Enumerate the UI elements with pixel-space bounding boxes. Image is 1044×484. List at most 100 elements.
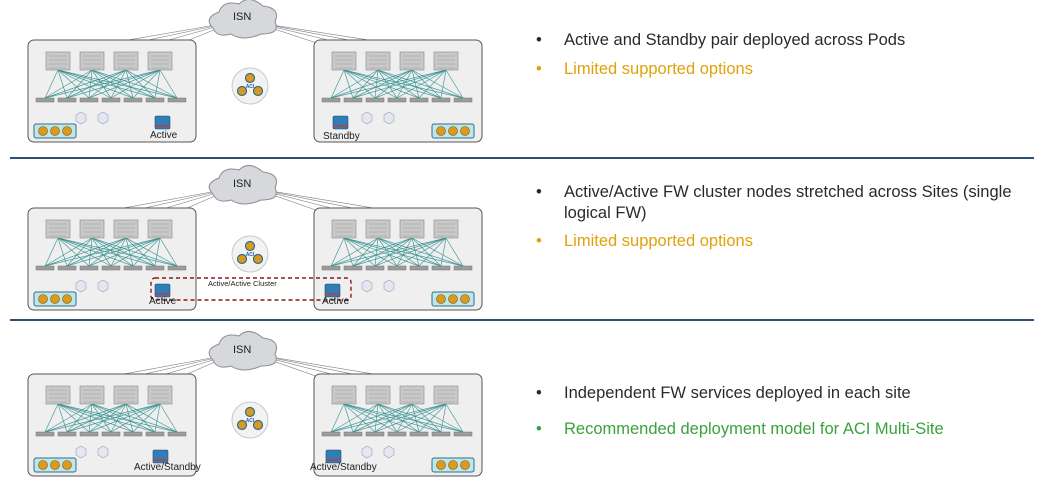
bullet-list: •Active and Standby pair deployed across… [536,30,1036,80]
fabric-link [411,237,464,267]
fabric-link [57,237,156,267]
apic-node-icon [460,460,470,470]
fabric-link [44,237,127,267]
fabric-link [57,403,156,433]
leaf-switch [145,265,165,271]
aci-logo-text: ACI [246,84,255,90]
fabric-link [374,237,447,267]
leaf-switch [321,97,341,103]
endpoint-server-icon [383,111,395,125]
fabric-link [132,69,161,99]
fabric-link [110,403,127,433]
fabric-link [57,69,90,99]
bullet-item: •Independent FW services deployed in eac… [536,383,1036,404]
aci-node-icon [244,72,256,84]
aci-node-icon [252,85,264,97]
fabric-link [377,403,464,433]
fabric-link [343,69,464,99]
fabric-link [352,403,413,433]
spine-switch [331,51,357,71]
fabric-link [330,69,447,99]
leaf-switch [35,265,55,271]
fabric-link [88,69,93,99]
fabric-link [396,69,413,99]
leaf-switch [35,97,55,103]
fabric-link [374,403,379,433]
left-firewall-label: Active [149,296,177,307]
fabric-link [352,69,447,99]
apic-node-icon [38,294,48,304]
fabric-link [88,69,127,99]
leaf-switch [167,97,187,103]
aci-node-icon [244,406,256,418]
fabric-link [125,237,156,267]
fabric-link [374,403,413,433]
aci-logo-text: ACI [246,418,255,424]
fabric-link [88,403,161,433]
endpoint-server-icon [361,445,373,459]
fabric-link [330,403,413,433]
spine-switch [79,219,105,239]
topology-svg: ACI [27,0,483,143]
fabric-link [57,403,178,433]
fabric-link [44,403,59,433]
leaf-switch [101,265,121,271]
spine-switch [433,219,459,239]
fabric-link [418,69,447,99]
firewall-icon [154,115,171,130]
endpoint-server-icon [383,445,395,459]
isn-cloud-icon [208,0,277,39]
fabric-link [374,237,413,267]
apic-node-icon [62,294,72,304]
endpoint-server-icon [383,279,395,293]
fabric-link [330,403,447,433]
fabric-link [125,403,156,433]
leaf-switch [57,431,77,437]
fabric-link [411,237,420,267]
leaf-switch [145,97,165,103]
spine-switch [45,219,71,239]
topology-diagram: ACI ISN Active Standby [0,0,500,160]
spine-switch [113,219,139,239]
fabric-link [132,237,161,267]
fabric-link [66,403,161,433]
fabric-link [440,403,447,433]
fabric-link [411,69,420,99]
leaf-switch [101,97,121,103]
fabric-link [88,237,93,267]
isn-label: ISN [233,344,252,356]
fabric-link [418,237,447,267]
fabric-link [57,237,90,267]
spine-switch [365,219,391,239]
fabric-link [88,237,161,267]
fabric-link [66,69,161,99]
apic-node-icon [62,460,72,470]
leaf-switch [123,97,143,103]
bullet-text: Recommended deployment model for ACI Mul… [564,420,944,438]
right-firewall-label: Active/Standby [310,462,377,473]
fabric-link [125,237,178,267]
isn-label: ISN [233,178,252,190]
fabric-link [352,237,447,267]
fabric-link [57,237,134,267]
topology-diagram: ACI ISN Active/Standby Active/Standby [0,324,500,484]
fabric-link [374,69,379,99]
fabric-link [44,403,161,433]
apic-node-icon [62,126,72,136]
fabric-link [352,69,379,99]
left-firewall-label: Active/Standby [134,462,201,473]
leaf-switch [365,265,385,271]
fabric-link [411,237,442,267]
spine-switch [399,219,425,239]
fabric-link [396,69,447,99]
fabric-link [343,237,420,267]
spine-switch [399,385,425,405]
fabric-link [88,403,127,433]
leaf-switch [57,265,77,271]
bullet-item-warning: •Limited supported options [536,231,1036,252]
spine-switch [147,51,173,71]
spine-switch [147,219,173,239]
fabric-link [44,237,161,267]
firewall-icon [332,115,349,130]
leaf-switch [431,431,451,437]
